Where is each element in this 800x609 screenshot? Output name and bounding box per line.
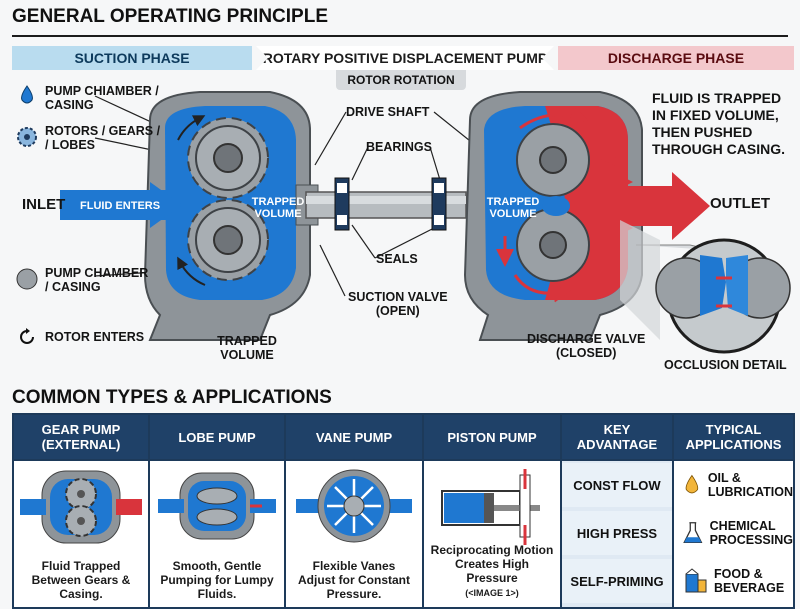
key-advantage-cell: CONST FLOW HIGH PRESS SELF-PRIMING	[562, 461, 672, 607]
rotate-arrow-icon	[20, 328, 34, 344]
trapped-volume-right: TRAPPED VOLUME	[486, 196, 540, 220]
rotors-icon	[17, 127, 37, 147]
casing-icon	[16, 268, 38, 290]
drive-shaft	[305, 177, 467, 231]
occlusion-detail-label: OCCLUSION DETAIL	[664, 358, 787, 372]
header-key-advantage: KEY ADVANTAGE	[562, 415, 672, 459]
legend-rotors: ROTORS / GEARS / / LOBES	[45, 124, 161, 152]
legend-pump-chamber-bottom: PUMP CHAMBER / CASING	[45, 266, 149, 294]
application-food: FOOD & BEVERAGE	[674, 559, 793, 603]
application-food-label: FOOD & BEVERAGE	[714, 567, 785, 595]
bearings-label: BEARINGS	[366, 140, 432, 154]
upper-gear-left	[187, 117, 269, 199]
header-lobe-pump: LOBE PUMP	[150, 415, 284, 459]
gear-pump-caption: Fluid Trapped Between Gears & Casing.	[31, 559, 131, 601]
lower-gear-left	[187, 199, 269, 281]
seals-label: SEALS	[376, 252, 418, 266]
header-typical-applications: TYPICAL APPLICATIONS	[674, 415, 793, 459]
flow-arrows	[496, 106, 633, 303]
application-oil-label: OIL & LUBRICATION	[707, 471, 793, 499]
piston-pump-caption: Reciprocating Motion Creates High Pressu…	[430, 543, 554, 585]
lobe-pump-icon	[158, 472, 276, 540]
trapped-volume-left: TRAPPED VOLUME	[251, 196, 305, 220]
types-title: COMMON TYPES & APPLICATIONS	[12, 387, 332, 408]
upper-lobe-right	[516, 123, 590, 197]
fluid-trapped-note: FLUID IS TRAPPED IN FIXED VOLUME, THEN P…	[652, 90, 785, 157]
title-divider	[12, 35, 788, 37]
piston-pump-cell: Reciprocating Motion Creates High Pressu…	[424, 461, 560, 607]
gear-pump-icon	[20, 470, 142, 544]
pump-diagram	[60, 91, 791, 354]
legend-pump-chamber-top: PUMP CHIAMBER / CASING	[45, 84, 159, 112]
food-carton-icon	[685, 568, 707, 593]
gear-pump-cell: Fluid Trapped Between Gears & Casing.	[14, 461, 148, 607]
advantage-self-priming: SELF-PRIMING	[562, 559, 672, 603]
outlet-pipe	[620, 186, 680, 226]
drive-shaft-label: DRIVE SHAFT	[346, 105, 430, 119]
vane-pump-cell: Flexible Vanes Adjust for Constant Press…	[286, 461, 422, 607]
application-chemical-label: CHEMICAL PROCESSING	[709, 519, 793, 547]
header-gear-pump: GEAR PUMP (EXTERNAL)	[14, 415, 148, 459]
advantage-high-press: HIGH PRESS	[562, 511, 672, 555]
application-chemical: CHEMICAL PROCESSING	[674, 511, 793, 555]
trapped-volume-bottom: TRAPPED VOLUME	[217, 334, 277, 362]
inlet-label: INLET	[22, 196, 66, 213]
discharge-valve-label: DISCHARGE VALVE (CLOSED)	[527, 332, 646, 360]
suction-valve-label: SUCTION VALVE (OPEN)	[348, 290, 448, 318]
lower-lobe-right	[516, 208, 590, 282]
occlusion-detail	[620, 220, 791, 354]
lobe-pump-cell: Smooth, Gentle Pumping for Lumpy Fluids.	[150, 461, 284, 607]
oil-drop-icon	[685, 474, 699, 494]
droplet-icon	[21, 85, 33, 104]
legend-rotor-enters: ROTOR ENTERS	[45, 330, 145, 344]
phase-bar: SUCTION PHASE ROTARY POSITIVE DISPLACEME…	[12, 46, 794, 70]
discharge-phase-label: DISCHARGE PHASE	[558, 46, 794, 70]
outlet-arrow	[672, 172, 710, 240]
page-title: GENERAL OPERATING PRINCIPLE	[12, 6, 328, 27]
application-oil: OIL & LUBRICATION	[674, 463, 793, 507]
lobe-pump-caption: Smooth, Gentle Pumping for Lumpy Fluids.	[160, 559, 274, 601]
applications-cell: OIL & LUBRICATION CHEMICAL PROCESSING FO…	[674, 461, 793, 607]
piston-pump-icon	[441, 469, 540, 545]
inlet-arrow	[150, 182, 182, 228]
outlet-label: OUTLET	[710, 195, 770, 212]
suction-phase-label: SUCTION PHASE	[12, 46, 252, 70]
advantage-const-flow: CONST FLOW	[562, 463, 672, 507]
header-vane-pump: VANE PUMP	[286, 415, 422, 459]
vane-pump-caption: Flexible Vanes Adjust for Constant Press…	[298, 559, 410, 601]
rotor-rotation-label: ROTOR ROTATION	[336, 70, 466, 90]
pump-type-label: ROTARY POSITIVE DISPLACEMENT PUMP	[256, 46, 554, 70]
pump-types-table: GEAR PUMP (EXTERNAL) LOBE PUMP VANE PUMP…	[12, 413, 795, 609]
piston-pump-note: (<IMAGE 1>)	[465, 588, 519, 598]
header-piston-pump: PISTON PUMP	[424, 415, 560, 459]
fluid-enters-label: FLUID ENTERS	[80, 200, 161, 212]
flask-icon	[683, 522, 703, 544]
vane-pump-icon	[296, 469, 412, 543]
